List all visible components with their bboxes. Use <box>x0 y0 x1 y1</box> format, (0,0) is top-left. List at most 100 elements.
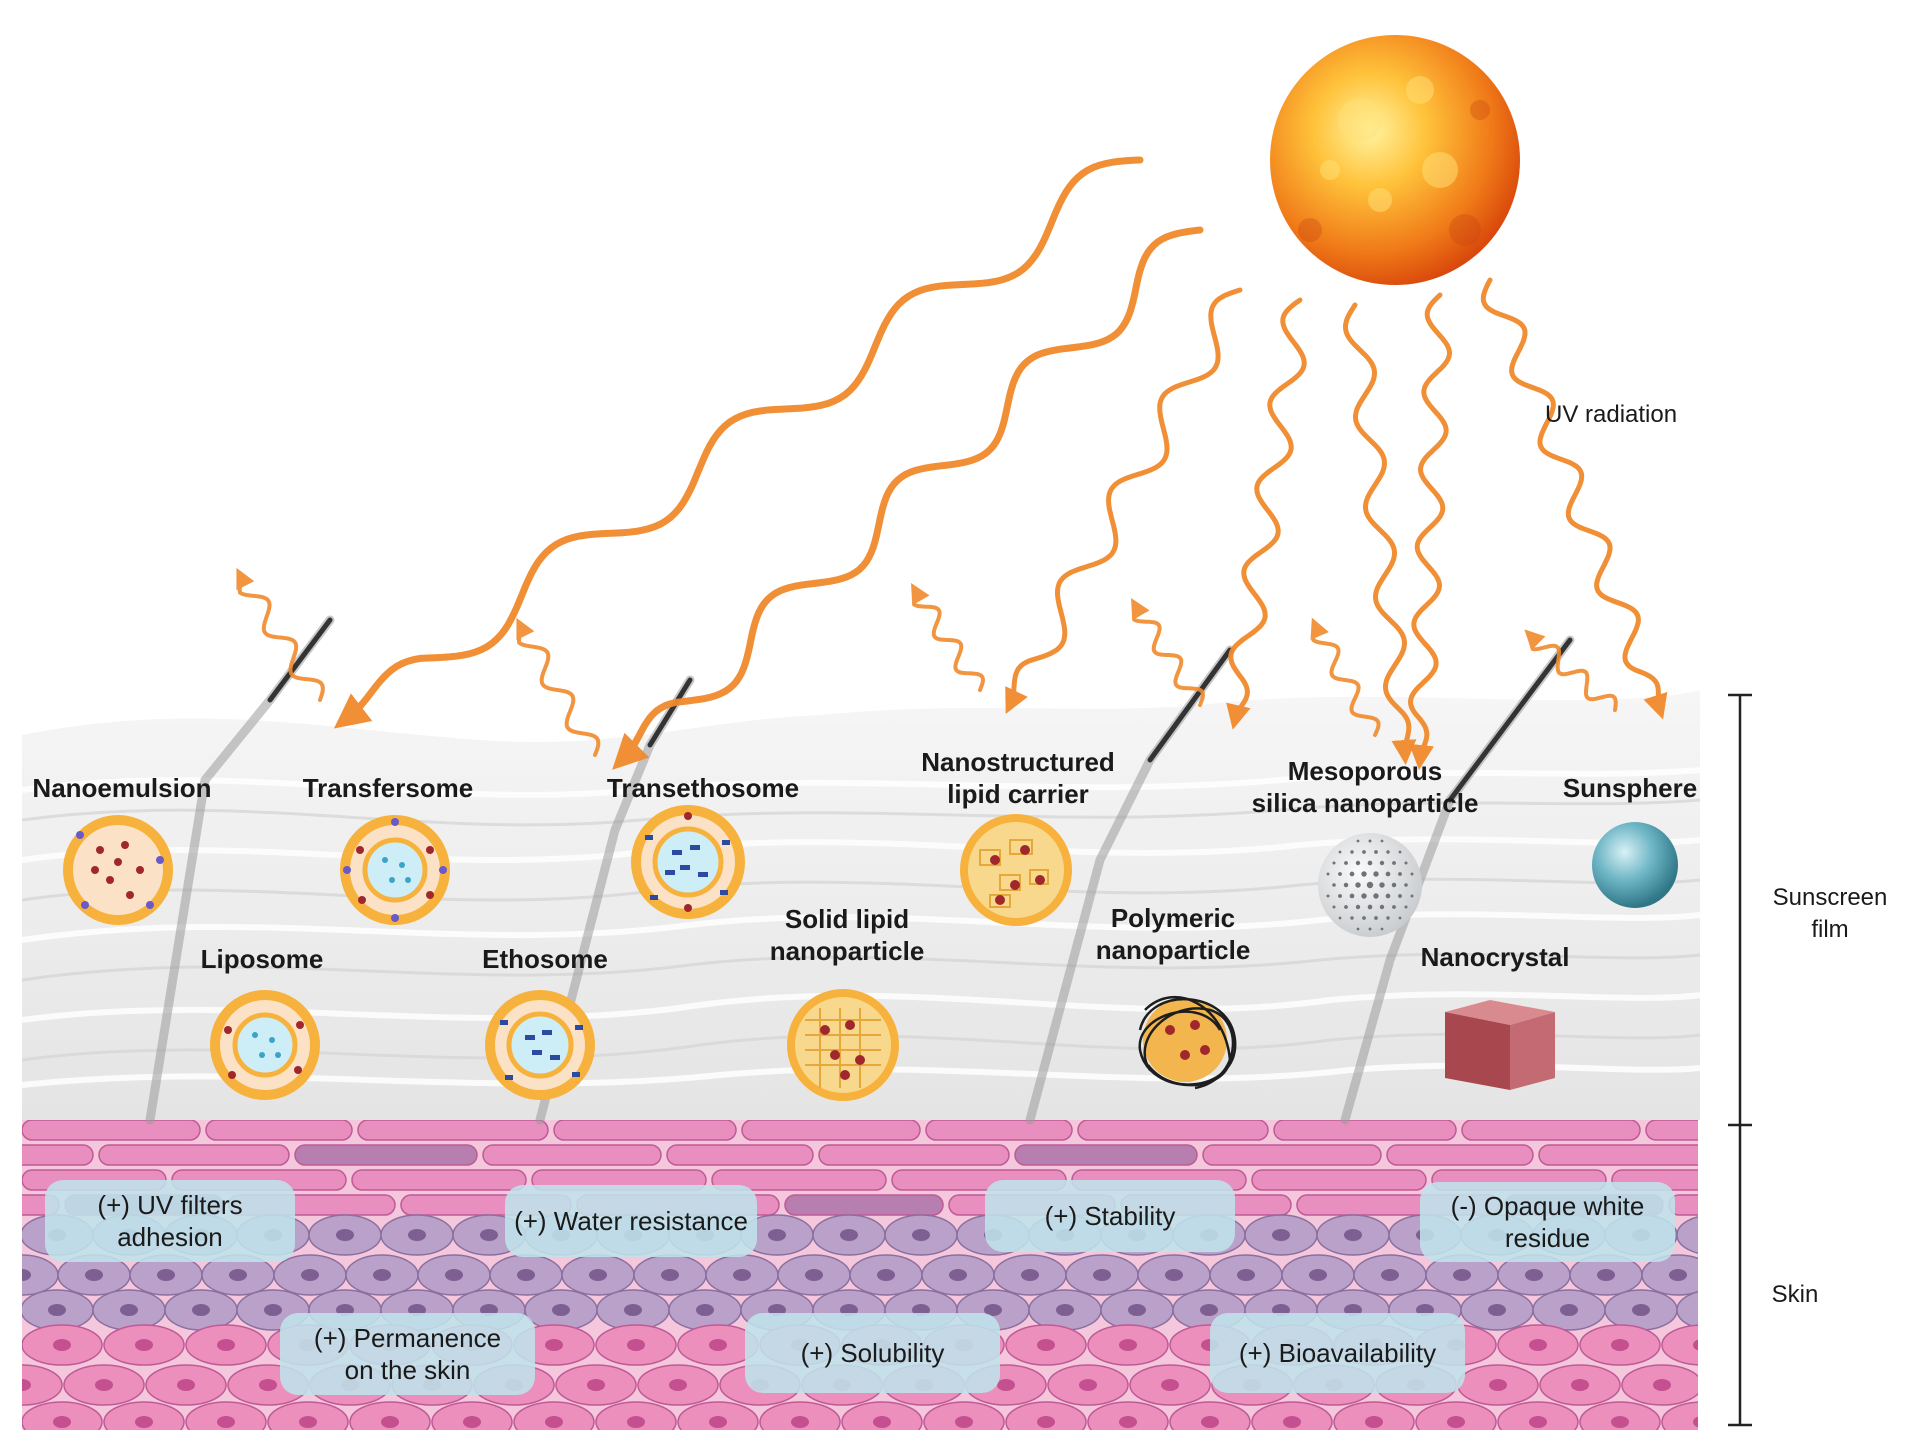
skin-cell-nucleus <box>1704 1229 1722 1241</box>
nanoparticle-liposome <box>210 990 320 1100</box>
uv-ray-incoming <box>1480 277 1668 720</box>
label-transethosome: Transethosome <box>607 773 799 803</box>
skin-flat-cell <box>1538 1144 1698 1166</box>
uv-ray-reflected <box>516 617 601 757</box>
benefit-box-permanence-on-skin <box>280 1313 535 1395</box>
uv-ray-incoming <box>1005 287 1243 715</box>
nanoparticle-solid-lipid <box>787 989 899 1101</box>
skin-cell-nucleus <box>22 1379 31 1391</box>
skin-flat-cell <box>1668 1194 1698 1216</box>
benefit-box-bioavailability <box>1210 1313 1465 1393</box>
uv-ray-incoming <box>1407 292 1453 770</box>
uv-ray-reflected <box>1310 617 1381 737</box>
skin-flat-cell <box>294 1144 478 1166</box>
skin-flat-cell <box>205 1119 353 1141</box>
label-sunsphere: Sunsphere <box>1563 773 1697 803</box>
skin-purple-cell <box>1676 1216 1698 1254</box>
benefit-text-uv-filters-adhesion: (+) UV filters <box>97 1190 242 1220</box>
skin-cell-nucleus <box>1529 1416 1547 1428</box>
skin-cell-nucleus <box>791 1416 809 1428</box>
skin-cell-nucleus <box>997 1379 1015 1391</box>
skin-cell-nucleus <box>1037 1339 1055 1351</box>
benefit-box-uv-filters-adhesion <box>45 1180 295 1262</box>
skin-cell-nucleus <box>1128 1304 1146 1316</box>
skin-cell-nucleus <box>1488 1304 1506 1316</box>
skin-cell-nucleus <box>1093 1269 1111 1281</box>
skin-cell-nucleus <box>1453 1269 1471 1281</box>
benefit-text-uv-filters-adhesion: adhesion <box>117 1222 223 1252</box>
label-nanoemulsion: Nanoemulsion <box>32 773 211 803</box>
sunscreen-film-label-line1: Sunscreen <box>1773 884 1888 911</box>
label-mesoporous-silica-nanoparticle: Mesoporous <box>1288 756 1443 786</box>
nanoparticle-nanoemulsion <box>63 815 173 925</box>
skin-cell-nucleus <box>408 1229 426 1241</box>
skin-flat-cell <box>1273 1119 1457 1141</box>
skin-cell-nucleus <box>1529 1339 1547 1351</box>
skin-cell-nucleus <box>587 1379 605 1391</box>
skin-cell-nucleus <box>1344 1229 1362 1241</box>
skin-cell-nucleus <box>95 1379 113 1391</box>
skin-cell-nucleus <box>624 1304 642 1316</box>
skin-cell-nucleus <box>264 1304 282 1316</box>
skin-flat-cell <box>1202 1144 1382 1166</box>
skin-cell-nucleus <box>157 1269 175 1281</box>
benefit-text-opaque-white-residue: (-) Opaque white <box>1451 1191 1645 1221</box>
skin-cell-nucleus <box>135 1416 153 1428</box>
skin-flat-cell <box>357 1119 549 1141</box>
skin-flat-cell <box>22 1119 201 1141</box>
label-nanostructured-lipid-carrier: Nanostructured <box>921 747 1115 777</box>
benefit-text-permanence-on-skin: on the skin <box>345 1355 471 1385</box>
skin-cell-nucleus <box>259 1379 277 1391</box>
skin-pink-cell <box>22 1364 63 1406</box>
skin-cell-nucleus <box>709 1416 727 1428</box>
skin-cell-nucleus <box>299 1416 317 1428</box>
nanoparticle-polymeric <box>1138 995 1237 1090</box>
nanoparticle-sunsphere <box>1592 822 1678 908</box>
sunscreen-film-label-line2: film <box>1811 916 1848 943</box>
skin-cell-nucleus <box>301 1269 319 1281</box>
skin-cell-nucleus <box>1119 1416 1137 1428</box>
skin-cell-nucleus <box>1200 1304 1218 1316</box>
skin-flat-cell <box>925 1119 1073 1141</box>
skin-cell-nucleus <box>22 1269 31 1281</box>
skin-cell-nucleus <box>768 1229 786 1241</box>
skin-cell-nucleus <box>1309 1269 1327 1281</box>
skin-cell-nucleus <box>463 1416 481 1428</box>
nanoparticle-transfersome <box>340 815 450 925</box>
uv-ray-incoming <box>1342 302 1417 765</box>
label-transfersome: Transfersome <box>303 773 474 803</box>
label-polymeric-nanoparticle: Polymeric <box>1111 903 1235 933</box>
label-solid-lipid-nanoparticle: nanoparticle <box>770 936 925 966</box>
benefit-text-water-resistance: (+) Water resistance <box>514 1206 748 1236</box>
skin-cell-nucleus <box>1611 1416 1629 1428</box>
skin-cell-nucleus <box>1632 1304 1650 1316</box>
skin-flat-cell <box>711 1169 887 1191</box>
uv-ray-reflected <box>911 583 985 692</box>
skin-cell-nucleus <box>545 1416 563 1428</box>
skin-cell-nucleus <box>229 1269 247 1281</box>
skin-cell-nucleus <box>1079 1379 1097 1391</box>
skin-cell-nucleus <box>840 1229 858 1241</box>
nanoparticle-transethosome <box>631 805 745 919</box>
skin-flat-cell <box>1386 1144 1534 1166</box>
uv-ray-reflected <box>1524 629 1618 712</box>
skin-cell-nucleus <box>912 1229 930 1241</box>
skin-cell-nucleus <box>1056 1304 1074 1316</box>
skin-flat-cell <box>1645 1119 1698 1141</box>
skin-flat-cell <box>98 1144 290 1166</box>
uv-ray-incoming <box>333 156 1144 729</box>
skin-cell-nucleus <box>1611 1339 1629 1351</box>
skin-cell-nucleus <box>1653 1379 1671 1391</box>
nanoparticle-nanostructured-lipid-carrier <box>960 814 1072 926</box>
skin-flat-cell <box>666 1144 814 1166</box>
skin-cell-nucleus <box>589 1269 607 1281</box>
skin-flat-cell <box>351 1169 527 1191</box>
skin-cell-nucleus <box>480 1229 498 1241</box>
label-mesoporous-silica-nanoparticle: silica nanoparticle <box>1252 788 1479 818</box>
skin-flat-cells <box>22 1119 1698 1216</box>
skin-flat-cell <box>1461 1119 1641 1141</box>
nanoparticle-ethosome <box>485 990 595 1100</box>
skin-cell-nucleus <box>661 1269 679 1281</box>
skin-cell-nucleus <box>192 1304 210 1316</box>
skin-cell-nucleus <box>955 1416 973 1428</box>
